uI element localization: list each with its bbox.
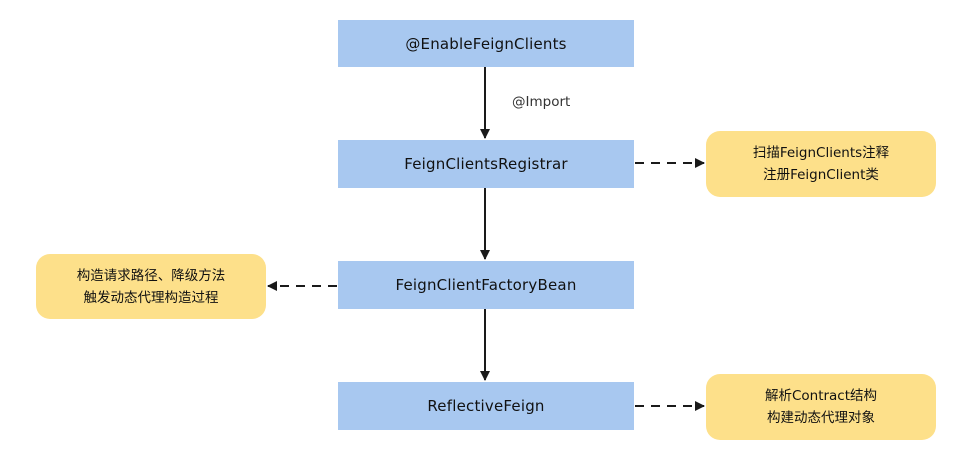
note-reflective-line1: 解析Contract结构 — [764, 388, 878, 404]
node-feign-clients-registrar: FeignClientsRegistrar — [338, 140, 634, 188]
node-reflective-feign: ReflectiveFeign — [338, 382, 634, 430]
note-registrar-line2: 注册FeignClient类 — [763, 167, 879, 183]
note-reflective-line2: 构建动态代理对象 — [767, 410, 875, 426]
node-enable-feign-clients: @EnableFeignClients — [338, 20, 634, 67]
node-feign-client-factory-bean: FeignClientFactoryBean — [338, 261, 634, 309]
node-enable-feign-clients-label: @EnableFeignClients — [405, 34, 567, 53]
note-registrar-line1: 扫描FeignClients注释 — [752, 145, 890, 161]
note-factory: 构造请求路径、降级方法 触发动态代理构造过程 — [36, 254, 266, 319]
note-factory-line1: 构造请求路径、降级方法 — [76, 267, 226, 284]
node-feign-clients-registrar-label: FeignClientsRegistrar — [404, 155, 568, 173]
note-reflective: 解析Contract结构 构建动态代理对象 — [706, 374, 936, 440]
node-feign-client-factory-bean-label: FeignClientFactoryBean — [395, 276, 577, 294]
edge-label-import: @Import — [512, 94, 571, 110]
note-registrar: 扫描FeignClients注释 注册FeignClient类 — [706, 131, 936, 197]
node-reflective-feign-label: ReflectiveFeign — [427, 397, 545, 415]
note-factory-line2: 触发动态代理构造过程 — [83, 289, 219, 306]
